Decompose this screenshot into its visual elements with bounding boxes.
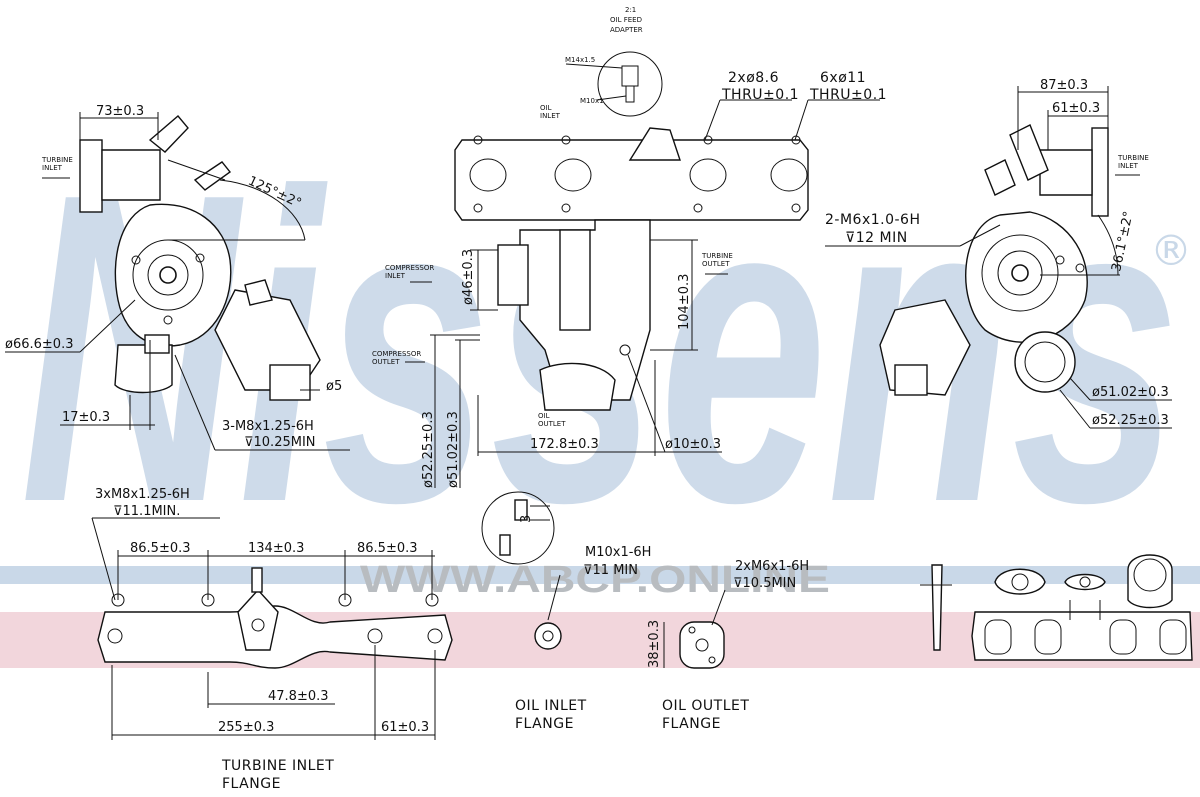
right-thread-m6-1: 2-M6x1.0-6H (825, 212, 920, 228)
turbine-inlet-flange-view: 3xM8x1.25-6H ⊽11.1MIN. 86.5±0.3 134±0.3 … (91, 487, 453, 792)
flange-dim-865-a: 86.5±0.3 (130, 541, 191, 556)
left-dim-73: 73±0.3 (96, 104, 144, 119)
flange-caption-1: TURBINE INLET (221, 758, 334, 774)
center-dia-46: ø46±0.3 (461, 249, 476, 305)
right-turbine-inlet-1: TURBINE (1117, 154, 1149, 162)
adapter-thread-top: M14x1.5 (565, 56, 595, 64)
oil-outlet-caption-2: FLANGE (662, 716, 721, 732)
oil-inlet-caption-2: FLANGE (515, 716, 574, 732)
gasket-kit (920, 554, 1193, 661)
turbine-outlet-2: OUTLET (702, 260, 730, 268)
flange-thread-2: ⊽11.1MIN. (113, 504, 180, 519)
center-dia-51: ø51.02±0.3 (446, 411, 461, 488)
center-holes-6-thru: THRU±0.1 (809, 87, 887, 103)
flange-dim-255: 255±0.3 (218, 720, 274, 735)
oil-inlet-caption-1: OIL INLET (515, 698, 587, 714)
compressor-inlet-1: COMPRESSOR (385, 264, 434, 272)
adapter-stem (625, 85, 635, 103)
compressor-outlet-1: COMPRESSOR (372, 350, 421, 358)
right-dia-52: ø52.25±0.3 (1092, 413, 1169, 428)
left-turbine-inlet-2: INLET (42, 164, 63, 172)
flange-dim-61: 61±0.3 (381, 720, 429, 735)
center-dia-52: ø52.25±0.3 (421, 411, 436, 488)
oil-outlet-thread-1: 2xM6x1-6H (735, 559, 809, 574)
right-thread-m6-2: ⊽12 MIN (845, 230, 908, 246)
left-view: 73±0.3 125°±2° TURBINE INLET ø66.6±0.3 1… (5, 104, 350, 451)
adapter-nut (621, 65, 639, 87)
oil-outlet-small-1: OIL (538, 412, 550, 420)
right-turbine-inlet-2: INLET (1118, 162, 1139, 170)
compressor-outlet-2: OUTLET (372, 358, 400, 366)
center-dim-172: 172.8±0.3 (530, 437, 599, 452)
flange-dim-478: 47.8±0.3 (268, 689, 329, 704)
oil-outlet-flange-view: 38±0.3 2xM6x1-6H ⊽10.5MIN OIL OUTLET FLA… (647, 559, 809, 732)
flange-dim-865-b: 86.5±0.3 (357, 541, 418, 556)
right-dia-51: ø51.02±0.3 (1092, 385, 1169, 400)
watermark-registered: ® (1150, 226, 1192, 275)
left-dia-5: ø5 (326, 379, 342, 394)
center-holes-6: 6xø11 (820, 70, 866, 86)
right-dim-61: 61±0.3 (1052, 101, 1100, 116)
oil-inlet-thread-2: ⊽11 MIN (583, 563, 638, 578)
blue-band (0, 566, 1200, 584)
oil-inlet-dim-3: 3 (519, 515, 534, 523)
oil-inlet-flange-view: 3 M10x1-6H ⊽11 MIN OIL INLET FLANGE (481, 491, 651, 732)
oil-inlet-small-2: INLET (540, 112, 561, 120)
watermark-site: WWW.ABCP.ONLINE (360, 559, 830, 601)
center-view: 2xø8.6 THRU±0.1 6xø11 THRU±0.1 COMPRESSO… (372, 70, 887, 488)
left-turbine-inlet-1: TURBINE (41, 156, 73, 164)
adapter-title-2: ADAPTER (610, 26, 643, 34)
adapter-thread-bottom: M10x1 (580, 97, 604, 105)
left-thread-m8-2: ⊽10.25MIN (244, 435, 316, 450)
center-dia-10: ø10±0.3 (665, 437, 721, 452)
oil-outlet-small-2: OUTLET (538, 420, 566, 428)
oil-inlet-thread-1: M10x1-6H (585, 545, 651, 560)
oil-feed-adapter-detail: 2:1 OIL FEED ADAPTER M14x1.5 M10x1 OIL I… (540, 6, 663, 120)
compressor-inlet-2: INLET (385, 272, 406, 280)
oil-inlet-small-1: OIL (540, 104, 552, 112)
flange-dim-134: 134±0.3 (248, 541, 304, 556)
adapter-circle (597, 51, 663, 117)
flange-caption-2: FLANGE (222, 776, 281, 792)
adapter-scale: 2:1 (625, 6, 636, 14)
oil-outlet-dim-38: 38±0.3 (647, 620, 662, 668)
flange-thread-1: 3xM8x1.25-6H (95, 487, 190, 502)
left-thread-m8-1: 3-M8x1.25-6H (222, 419, 314, 434)
left-dim-17: 17±0.3 (62, 410, 110, 425)
left-dia-66: ø66.6±0.3 (5, 337, 73, 352)
oil-outlet-caption-1: OIL OUTLET (662, 698, 749, 714)
turbine-outlet-1: TURBINE (701, 252, 733, 260)
center-holes-2: 2xø8.6 (728, 70, 779, 86)
adapter-title-1: OIL FEED (610, 16, 642, 24)
right-dim-87: 87±0.3 (1040, 78, 1088, 93)
center-dim-104: 104±0.3 (677, 274, 692, 330)
center-holes-2-thru: THRU±0.1 (721, 87, 799, 103)
oil-outlet-thread-2: ⊽10.5MIN (733, 576, 796, 591)
